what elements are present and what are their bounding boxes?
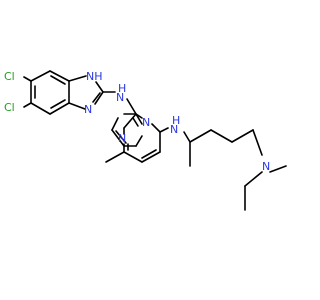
amine-nh-label: N xyxy=(170,123,178,136)
amine-h-label: H xyxy=(172,114,180,127)
molecule-canvas: Cl Cl NH N N H N N N H N xyxy=(4,70,287,211)
structure-diagram: Cl Cl NH N N H N N N H N xyxy=(4,70,287,211)
chlorine-label-top: Cl xyxy=(4,70,15,83)
pyrimidine-n1-label: N xyxy=(142,116,150,129)
pyrimidine-ring-main xyxy=(123,113,161,163)
linker-nh-label: N xyxy=(116,91,124,104)
side-chain-bonds xyxy=(159,127,287,211)
imidazole-ring xyxy=(68,75,104,110)
chlorine-bonds xyxy=(23,76,32,108)
benzimidazole-benzene-ring xyxy=(30,70,70,115)
imidazole-n-label: N xyxy=(84,103,92,116)
imidazole-nh-label: NH xyxy=(86,70,103,83)
chlorine-label-bottom: Cl xyxy=(4,101,15,114)
pyrimidine-ring xyxy=(111,113,143,147)
linker-h-label: H xyxy=(118,82,126,95)
diethylamine-n-label: N xyxy=(262,160,270,173)
linker-bonds xyxy=(102,91,137,115)
pyrimidine-n3-label: N xyxy=(118,132,126,145)
methyl-group xyxy=(105,151,125,163)
